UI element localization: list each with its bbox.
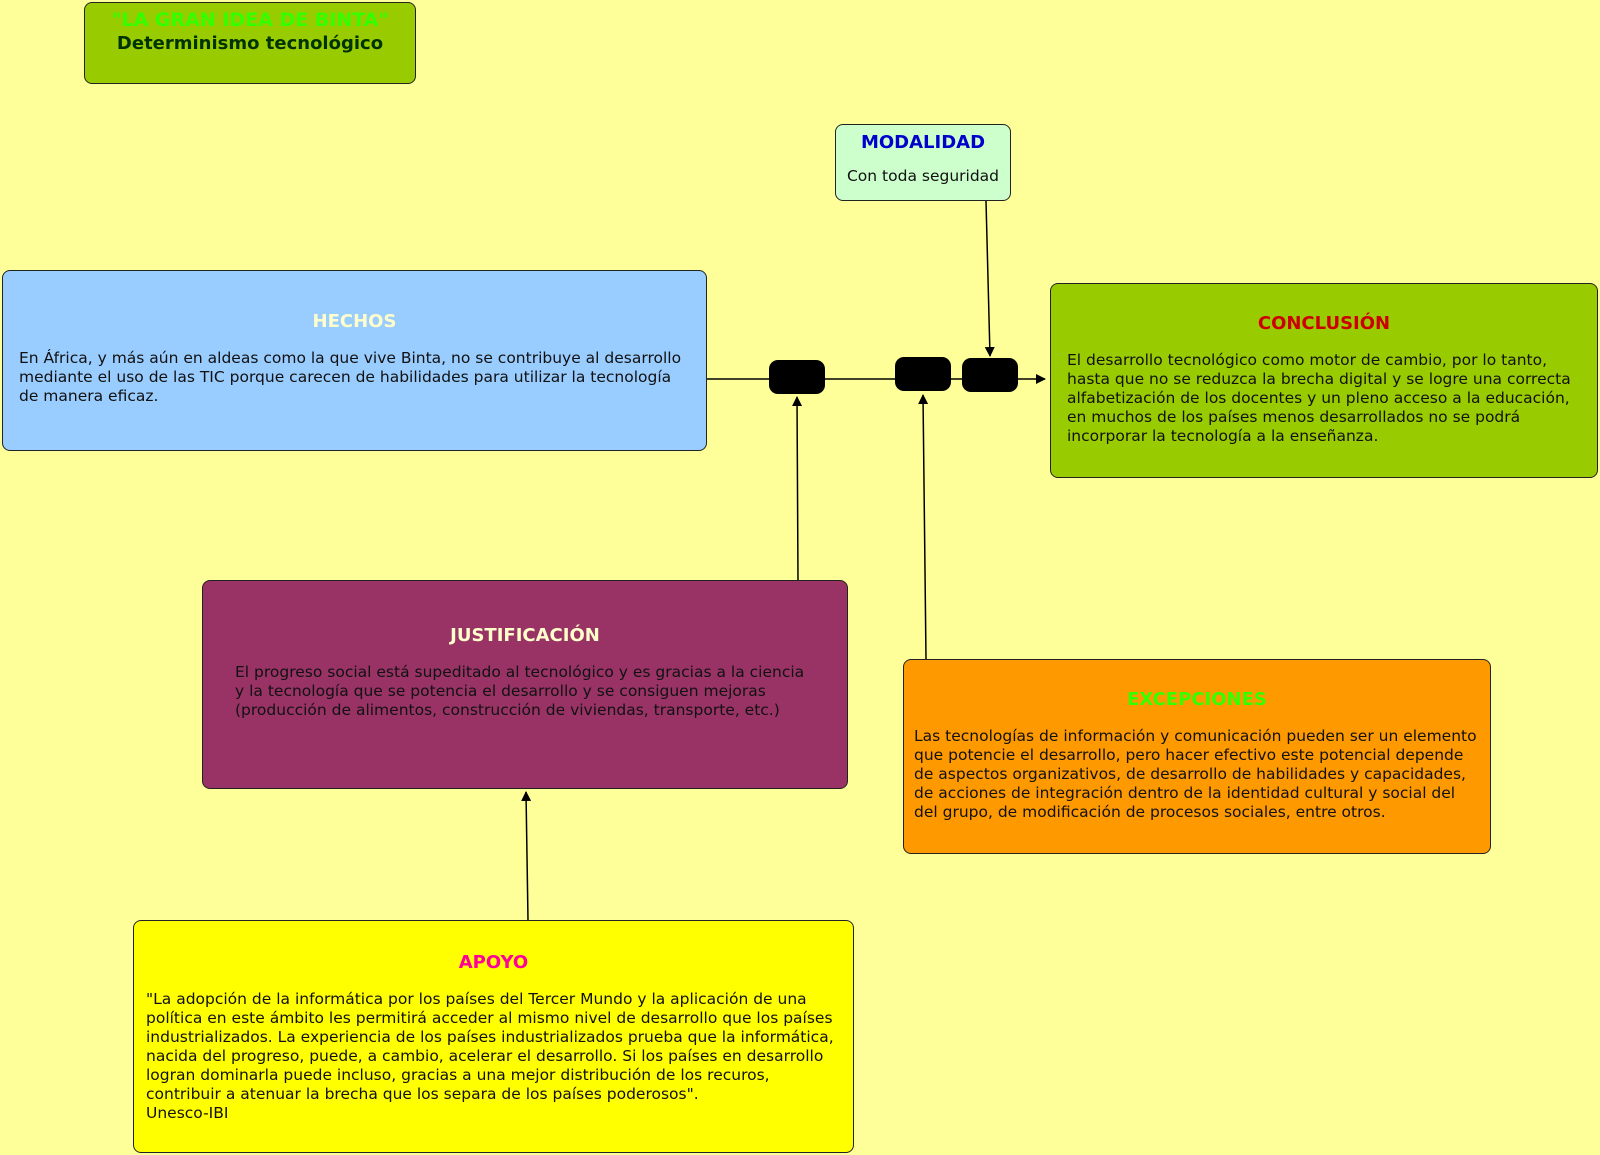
conclusion-text: El desarrollo tecnológico como motor de … bbox=[1067, 351, 1571, 445]
modalidad-arrow bbox=[984, 200, 995, 357]
hechos-text: En África, y más aún en aldeas como la q… bbox=[19, 349, 682, 405]
justificacion-text: El progreso social está supeditado al te… bbox=[235, 663, 805, 719]
conclusion-title: CONCLUSIÓN bbox=[1257, 313, 1391, 334]
apoyo-title: APOYO bbox=[458, 952, 529, 973]
justificacion-arrow bbox=[792, 396, 803, 581]
hechos-box[interactable]: HECHOS En África, y más aún en aldeas co… bbox=[2, 270, 707, 451]
modalidad-box[interactable]: MODALIDAD Con toda seguridad bbox=[835, 124, 1011, 201]
apoyo-box[interactable]: APOYO "La adopción de la informática por… bbox=[133, 920, 854, 1153]
justificacion-title: JUSTIFICACIÓN bbox=[450, 625, 600, 646]
title-box[interactable]: "LA GRAN IDEA DE BINTA" Determinismo tec… bbox=[84, 2, 416, 84]
conclusion-box[interactable]: CONCLUSIÓN El desarrollo tecnológico com… bbox=[1050, 283, 1598, 478]
justificacion-box[interactable]: JUSTIFICACIÓN El progreso social está su… bbox=[202, 580, 848, 789]
excepciones-text: Las tecnologías de información y comunic… bbox=[914, 727, 1477, 821]
apoyo-arrow bbox=[521, 791, 532, 921]
apoyo-text: "La adopción de la informática por los p… bbox=[146, 990, 834, 1122]
excepciones-title: EXCEPCIONES bbox=[1127, 689, 1267, 710]
modalidad-text: Con toda seguridad bbox=[846, 167, 999, 185]
connector-node-3[interactable] bbox=[962, 358, 1018, 392]
excepciones-box[interactable]: EXCEPCIONES Las tecnologías de informaci… bbox=[903, 659, 1491, 854]
title-line-2: Determinismo tecnológico bbox=[116, 33, 384, 54]
connector-node-2[interactable] bbox=[895, 357, 951, 391]
excepciones-arrow bbox=[918, 394, 929, 660]
modalidad-title: MODALIDAD bbox=[860, 132, 986, 153]
hechos-title: HECHOS bbox=[312, 311, 397, 332]
title-line-1: "LA GRAN IDEA DE BINTA" bbox=[111, 9, 389, 31]
connector-node-1[interactable] bbox=[769, 360, 825, 394]
